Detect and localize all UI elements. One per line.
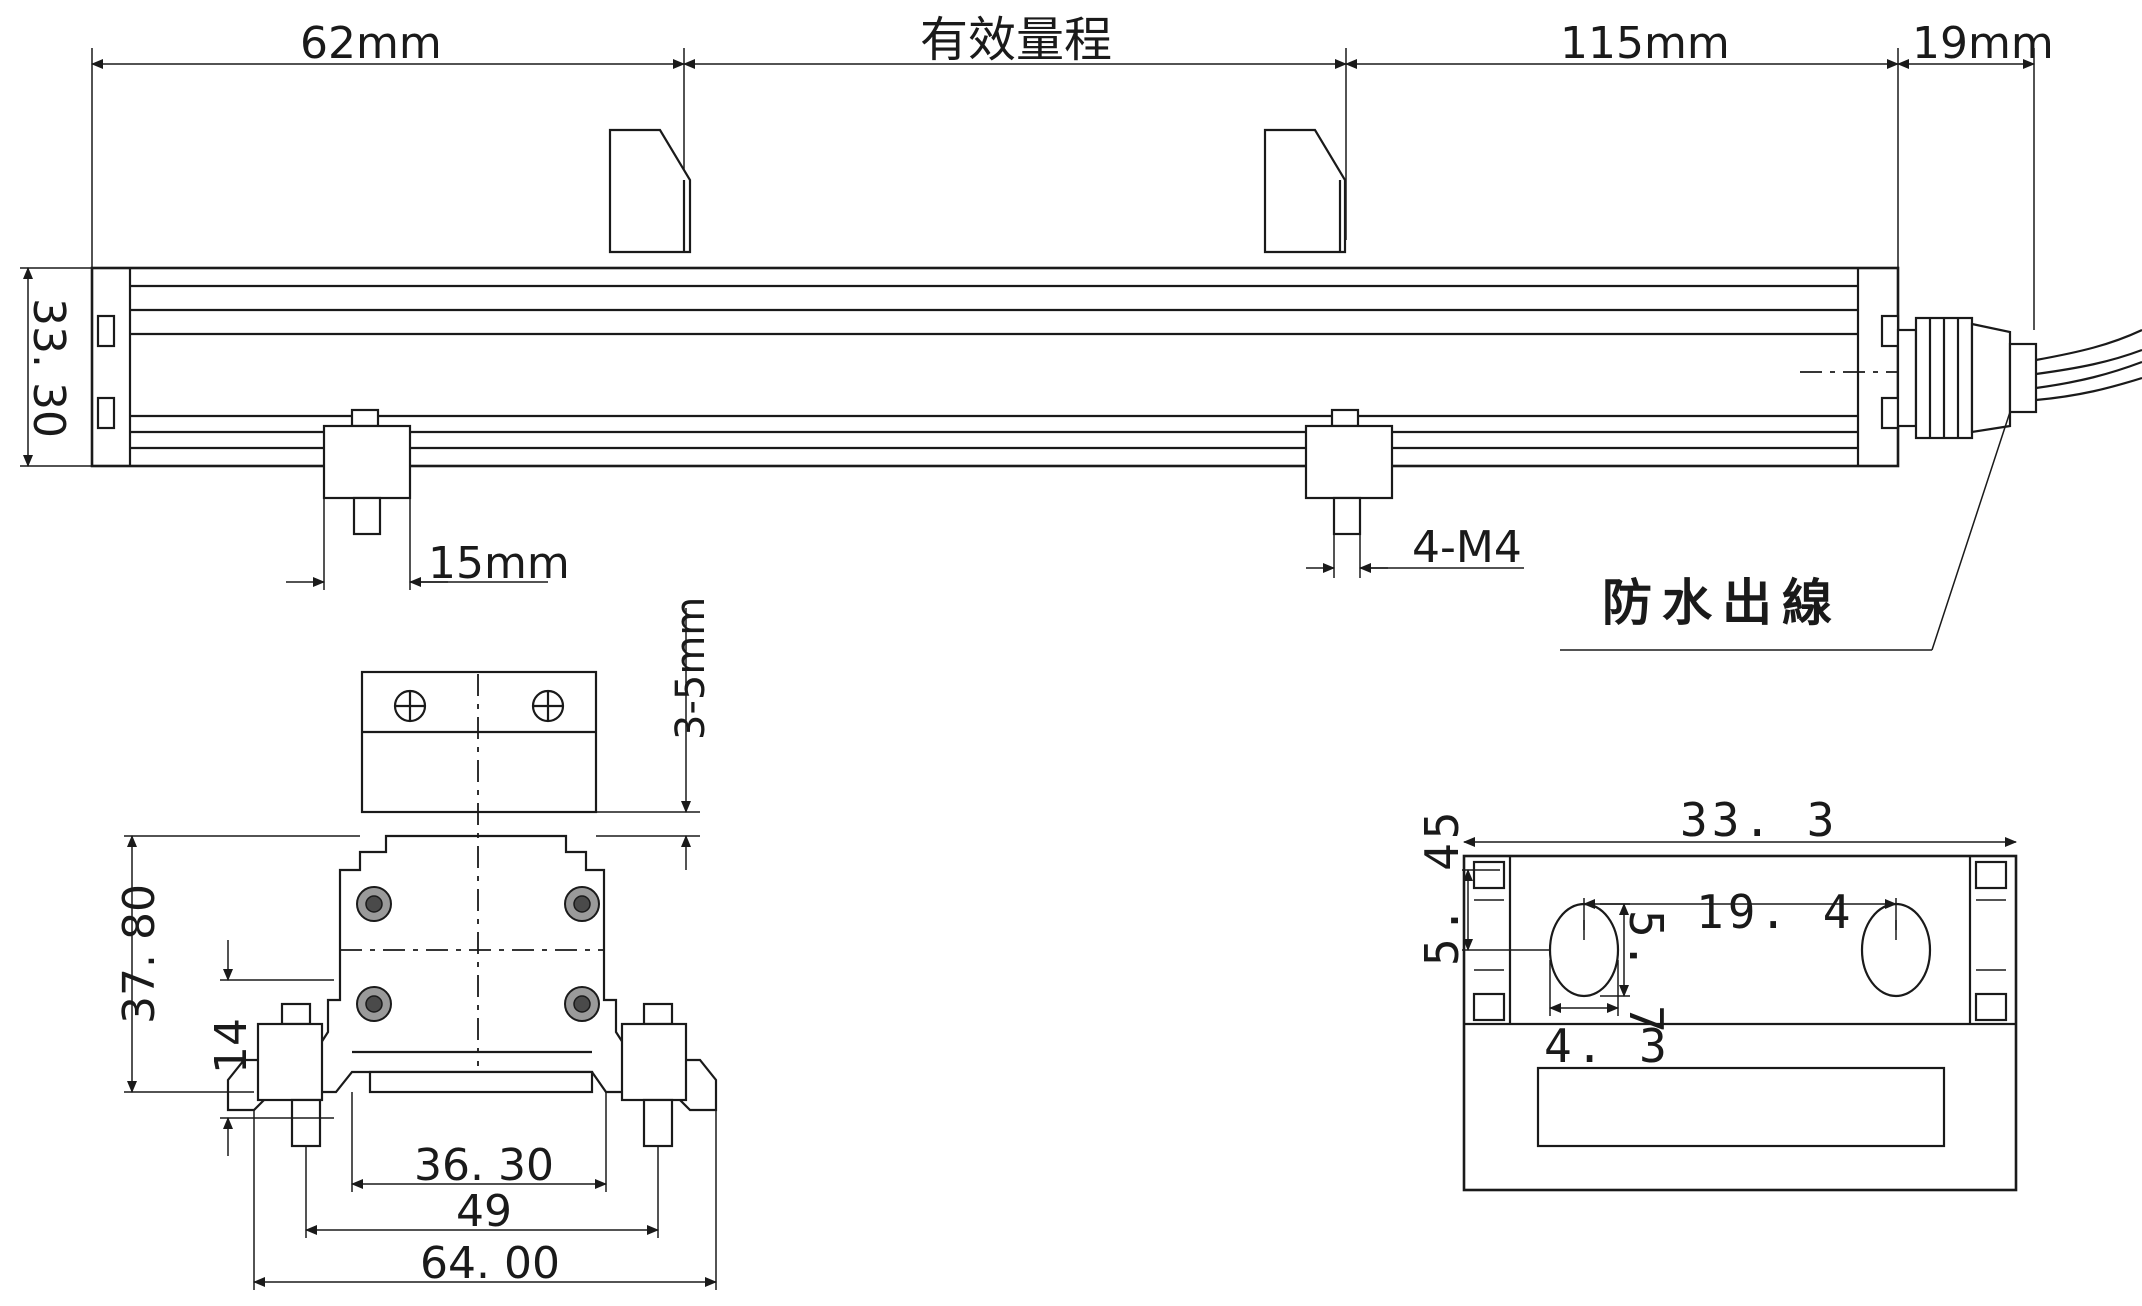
- slider-body: [1462, 854, 2018, 1192]
- dim-slider-width: 33. 3: [1463, 793, 2017, 847]
- end-view: 3-5mm: [114, 597, 718, 1290]
- cable-note: 防水出線: [1560, 411, 2011, 651]
- dim-slider-hole-length: 5. 7: [1600, 903, 1673, 1037]
- mounting-bracket-left: [322, 408, 412, 536]
- dim-hole-pitch: 49: [305, 1146, 659, 1238]
- dim-total-width: 64. 00: [253, 1110, 717, 1290]
- dim-total-height-label: 37. 80: [114, 884, 165, 1024]
- end-view-clamp-right: [620, 1002, 688, 1148]
- reading-head-left: [608, 128, 692, 254]
- dim-slider-hole-length-label: 5. 7: [1619, 910, 1673, 1037]
- end-view-reading-head: [360, 670, 598, 814]
- dim-slider-edge-label: 5. 45: [1415, 808, 1469, 966]
- end-view-clamp-left: [256, 1002, 324, 1148]
- dim-effective-range-label: 有效量程: [920, 12, 1112, 68]
- dim-slider-width-label: 33. 3: [1680, 793, 1838, 847]
- dim-total-width-label: 64. 00: [420, 1238, 560, 1289]
- dim-adjust: 3-5mm: [596, 597, 714, 870]
- mounting-bracket-right: [1304, 408, 1394, 536]
- dim-total-height: 37. 80: [114, 835, 360, 1093]
- dim-base-height: 14: [206, 940, 334, 1156]
- dim-slider-hole-pitch: 19. 4: [1583, 885, 1897, 939]
- top-dimension-chain: 62mm 有效量程 115mm 19mm: [91, 12, 2054, 330]
- dim-slider-hole-pitch-label: 19. 4: [1696, 885, 1854, 939]
- dim-bracket-label: 15mm: [428, 538, 570, 589]
- dim-left-offset-label: 62mm: [300, 18, 442, 69]
- dim-adjust-label: 3-5mm: [668, 597, 714, 740]
- end-view-screws: [356, 886, 600, 1022]
- dim-thread: 4-M4: [1306, 522, 1524, 578]
- reading-head-right: [1263, 128, 1347, 254]
- cable: [2035, 329, 2142, 402]
- dim-slider-edge: 5. 45: [1415, 808, 1550, 966]
- dim-inner-width-label: 36. 30: [414, 1140, 554, 1191]
- dim-hole-pitch-label: 49: [456, 1186, 512, 1237]
- dim-slider-hole-width-label: 4. 3: [1544, 1019, 1671, 1073]
- dim-inner-width: 36. 30: [351, 1092, 607, 1192]
- dim-bracket: 15mm: [286, 498, 570, 590]
- dim-cable-offset-label: 19mm: [1912, 18, 2054, 69]
- dim-slider-hole-width: 4. 3: [1544, 960, 1671, 1073]
- slider-view: 33. 3 5. 45 19. 4 5. 7 4. 3: [1415, 793, 2018, 1192]
- dim-height: 33. 30: [20, 267, 92, 467]
- dim-right-offset-label: 115mm: [1560, 18, 1730, 69]
- waterproof-outlet-label: 防水出線: [1602, 573, 1842, 632]
- top-view: 62mm 有效量程 115mm 19mm: [20, 12, 2142, 651]
- dim-base-height-label: 14: [206, 1018, 257, 1074]
- dim-height-label: 33. 30: [23, 298, 74, 438]
- dim-thread-label: 4-M4: [1412, 522, 1522, 573]
- cable-gland: [1896, 316, 2038, 440]
